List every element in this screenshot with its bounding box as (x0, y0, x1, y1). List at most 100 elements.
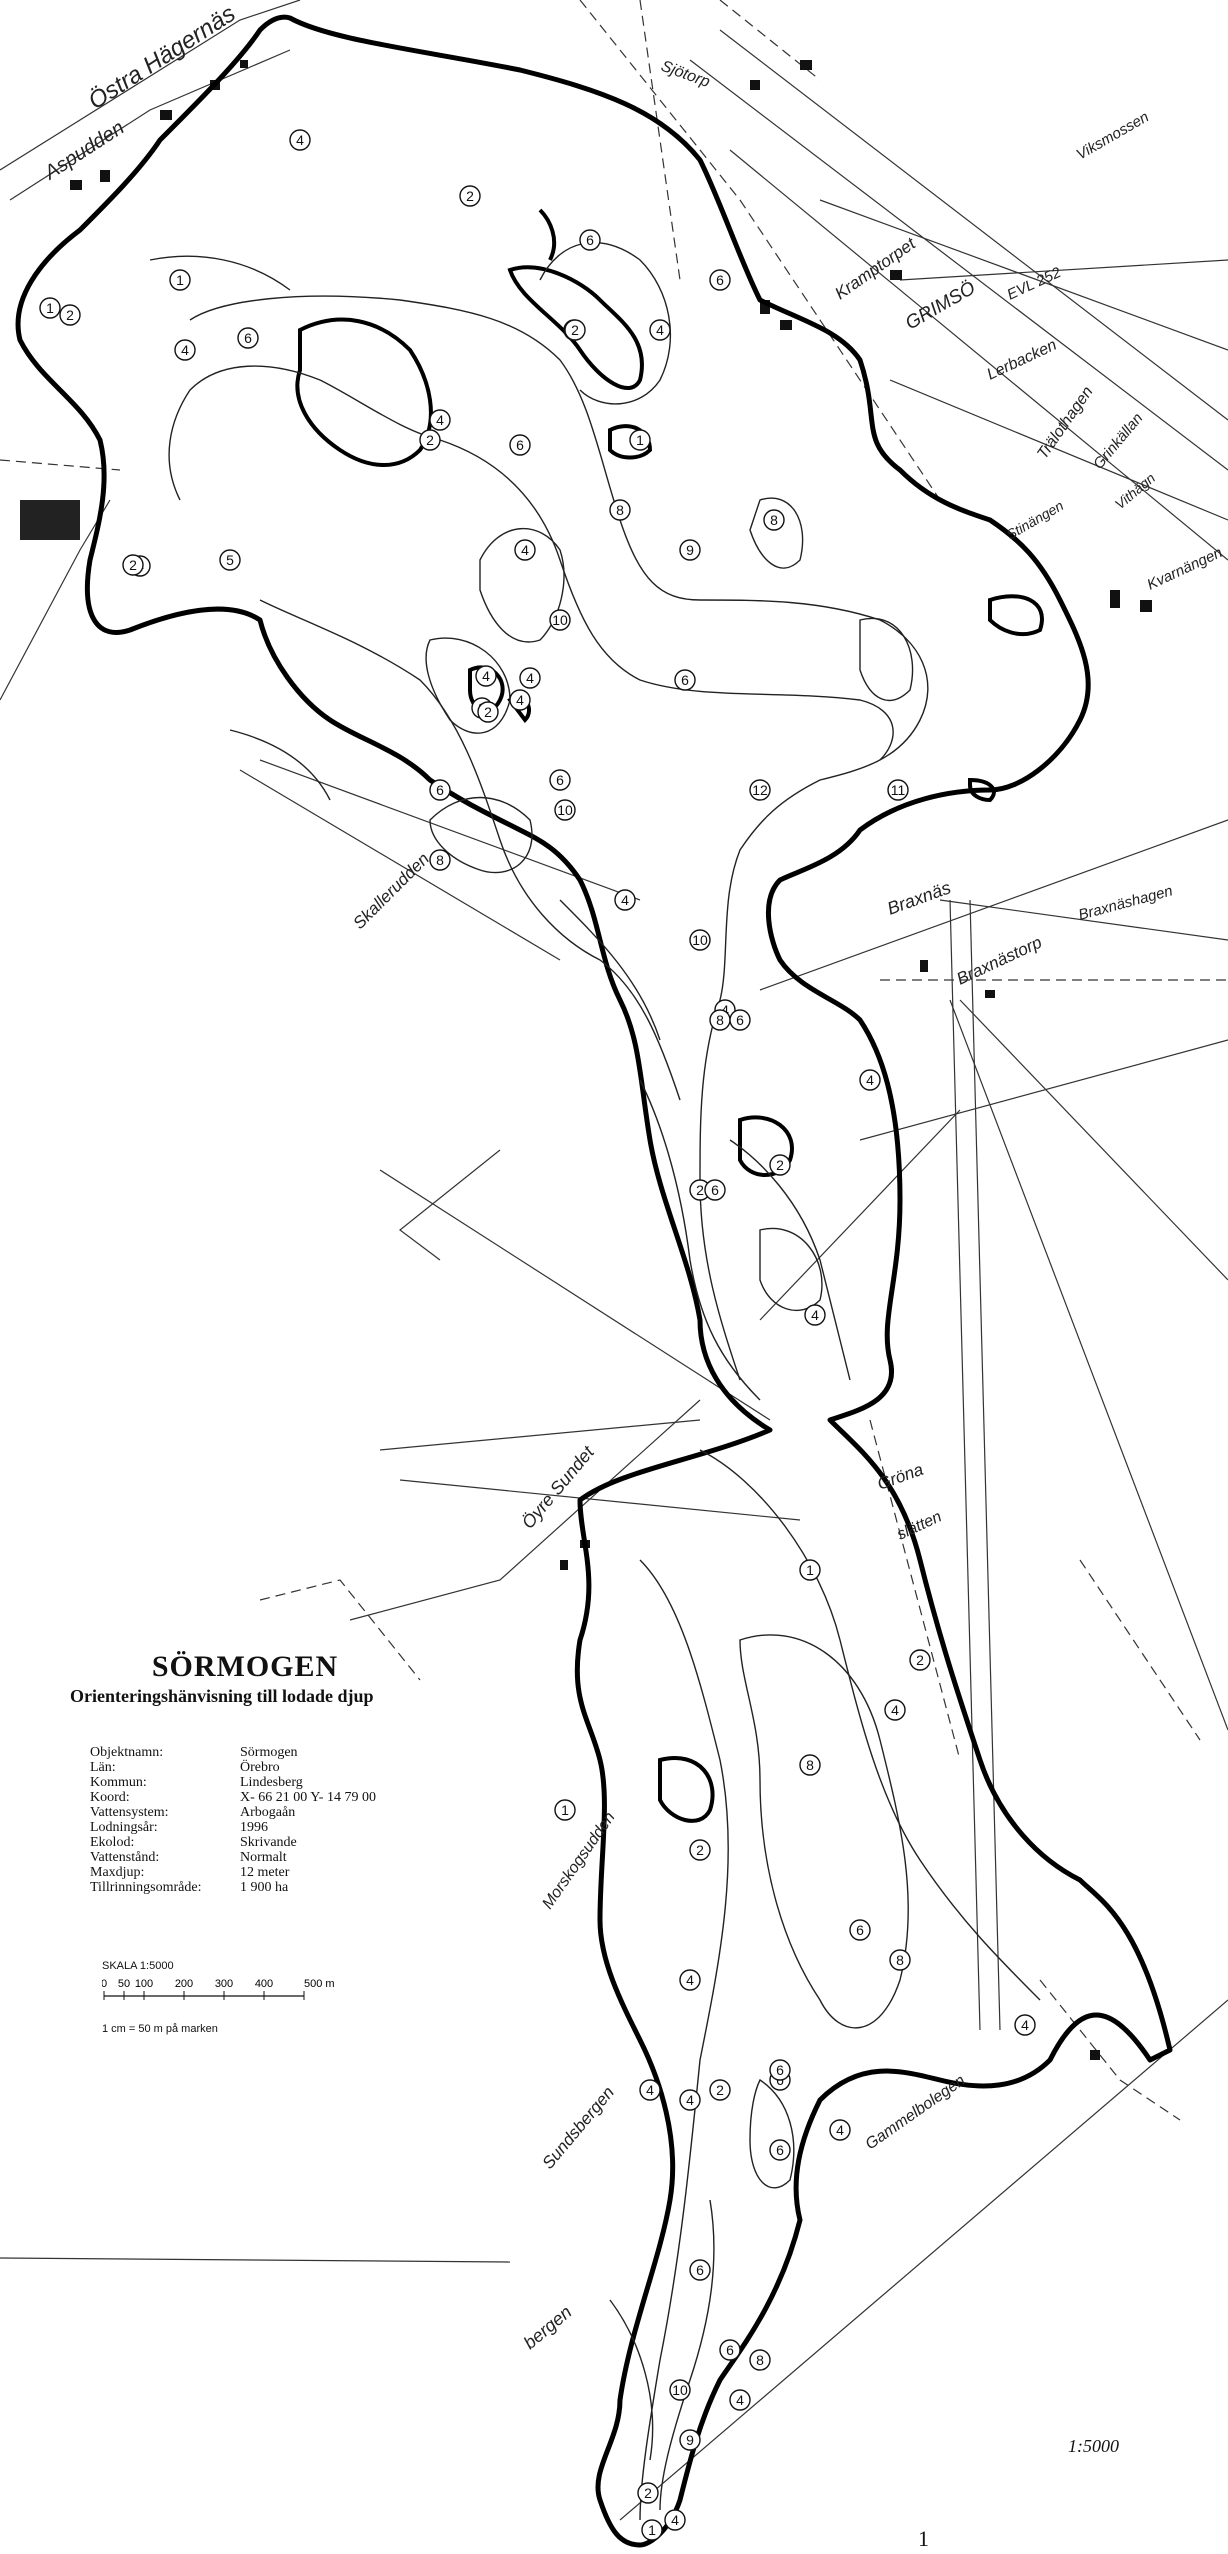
depth-marker-circle (477, 701, 499, 723)
depth-marker-circle (769, 1154, 791, 1176)
depth-marker-circle (629, 429, 651, 451)
depth-marker-value: 4 (866, 1072, 874, 1088)
depth-marker-value: 4 (526, 670, 534, 686)
depth-marker-circle (174, 339, 196, 361)
info-key: Koord: (90, 1790, 130, 1805)
scale-tick-label: 200 (175, 1978, 193, 1990)
info-value: 12 meter (240, 1865, 290, 1880)
depth-marker: 6 (674, 669, 696, 691)
depth-marker-circle (829, 2119, 851, 2141)
info-row: Objektnamn:Sörmogen (90, 1745, 376, 1760)
depth-marker-value: 8 (756, 2352, 764, 2368)
depth-marker-circle (909, 1649, 931, 1671)
label-evl-252: EVL 252 (1005, 264, 1065, 304)
depth-marker-circle (704, 1179, 726, 1201)
depth-marker-value: 9 (686, 2432, 694, 2448)
depth-marker-circle (689, 1839, 711, 1861)
depth-marker: 10 (554, 799, 576, 821)
depth-marker-value: 4 (686, 2092, 694, 2108)
info-row: Maxdjup:12 meter (90, 1865, 376, 1880)
depth-marker: 1 (169, 269, 191, 291)
depth-marker: 2 (419, 429, 441, 451)
depth-marker: 8 (609, 499, 631, 521)
depth-contours (149, 241, 1041, 2521)
depth-marker-circle (475, 665, 497, 687)
depth-marker-value: 6 (556, 772, 564, 788)
depth-marker: 11 (887, 779, 909, 801)
depth-marker-value: 1 (46, 300, 54, 316)
depth-marker-value: 2 (644, 2485, 652, 2501)
depth-marker-value: 6 (711, 1182, 719, 1198)
depth-marker-circle (39, 297, 61, 319)
depth-marker-circle (429, 779, 451, 801)
depth-marker-circle (749, 2349, 771, 2371)
depth-marker: 6 (579, 229, 601, 251)
depth-marker: 6 (689, 2259, 711, 2281)
info-key: Kommun: (90, 1775, 147, 1790)
depth-marker: 10 (549, 609, 571, 631)
depth-marker: 4 (679, 1969, 701, 1991)
depth-marker: 8 (709, 1009, 731, 1031)
label-sjotorp: Sjötorp (659, 58, 713, 91)
depth-marker-value: 10 (552, 612, 568, 628)
depth-marker-value: 12 (752, 782, 768, 798)
depth-marker-circle (564, 319, 586, 341)
depth-marker: 6 (719, 2339, 741, 2361)
depth-marker-circle (729, 1009, 751, 1031)
depth-marker-value: 4 (721, 1002, 729, 1018)
depth-marker-circle (769, 2139, 791, 2161)
info-row: Kommun:Lindesberg (90, 1775, 376, 1790)
depth-marker-circle (519, 667, 541, 689)
depth-marker-value: 4 (656, 322, 664, 338)
label-ovre-sundet: Öyre Sundet (518, 1442, 599, 1533)
depth-marker: 2 (689, 1839, 711, 1861)
info-value: 1996 (240, 1820, 268, 1835)
depth-marker-value: 4 (521, 542, 529, 558)
info-row: Län:Örebro (90, 1760, 376, 1775)
depth-marker-circle (859, 1069, 881, 1091)
info-key: Vattenstånd: (90, 1850, 160, 1865)
depth-marker: 2 (59, 304, 81, 326)
depth-marker-circle (289, 129, 311, 151)
depth-marker-value: 6 (856, 1922, 864, 1938)
depth-marker-value: 2 (696, 1182, 704, 1198)
depth-marker-circle (887, 779, 909, 801)
label-sundsbergen: Sundsbergen (539, 2083, 619, 2173)
depth-marker-value: 5 (226, 552, 234, 568)
depth-marker-value: 4 (516, 692, 524, 708)
depth-marker-value: 1 (176, 272, 184, 288)
lake-shoreline (15, 14, 1173, 2548)
depth-marker-value: 4 (1021, 2017, 1029, 2033)
info-key: Tillrinningsområde: (90, 1880, 202, 1895)
info-row: Koord:X- 66 21 00 Y- 14 79 00 (90, 1790, 376, 1805)
depth-marker: 1 (629, 429, 651, 451)
depth-marker-value: 4 (891, 1702, 899, 1718)
page-number: 1 (918, 2526, 929, 2551)
scale-tick-label: 500 m (304, 1978, 335, 1990)
depth-marker-circle (679, 2089, 701, 2111)
depth-marker: 4 (884, 1699, 906, 1721)
depth-marker: 6 (704, 1179, 726, 1201)
depth-marker: 4 (475, 665, 497, 687)
depth-marker-value: 6 (716, 272, 724, 288)
depth-marker: 2 (459, 185, 481, 207)
label-kvarnangen: Kvarnängen (1145, 544, 1226, 594)
depth-marker-value: 10 (692, 932, 708, 948)
label-braxnashagen: Braxnäshagen (1077, 882, 1175, 923)
depth-marker-circle (641, 2519, 663, 2541)
info-value: Örebro (240, 1760, 280, 1775)
depth-marker-circle (237, 327, 259, 349)
depth-marker-circle (679, 539, 701, 561)
depth-marker-value: 8 (436, 852, 444, 868)
label-braxnas: Braxnäs (885, 877, 954, 918)
depth-marker: 8 (429, 849, 451, 871)
depth-marker-circle (889, 1949, 911, 1971)
scale-note: 1 cm = 50 m på marken (102, 2023, 218, 2035)
depth-marker-circle (637, 2482, 659, 2504)
depth-marker-value: 6 (516, 437, 524, 453)
depth-marker-circle (122, 554, 144, 576)
info-row: Vattenstånd:Normalt (90, 1850, 376, 1865)
depth-marker-value: 6 (436, 782, 444, 798)
